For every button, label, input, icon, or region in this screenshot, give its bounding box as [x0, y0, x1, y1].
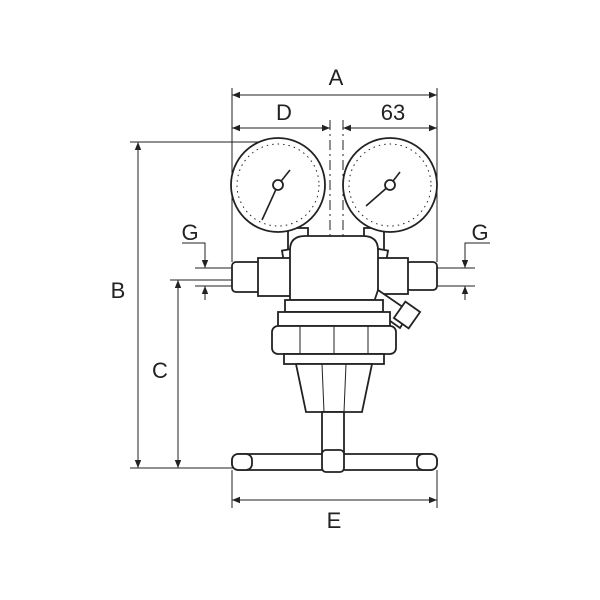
- label-63: 63: [381, 100, 405, 125]
- label-G-right: G: [471, 220, 488, 245]
- t-handle: [231, 449, 438, 473]
- regulator-body: [231, 235, 438, 457]
- label-C: C: [152, 358, 168, 383]
- dimension-G-right: [437, 242, 490, 300]
- label-E: E: [327, 508, 342, 533]
- dimension-G-left: [182, 242, 232, 300]
- label-B: B: [111, 278, 126, 303]
- label-D: D: [276, 100, 292, 125]
- label-A: A: [329, 65, 344, 90]
- label-G-left: G: [181, 220, 198, 245]
